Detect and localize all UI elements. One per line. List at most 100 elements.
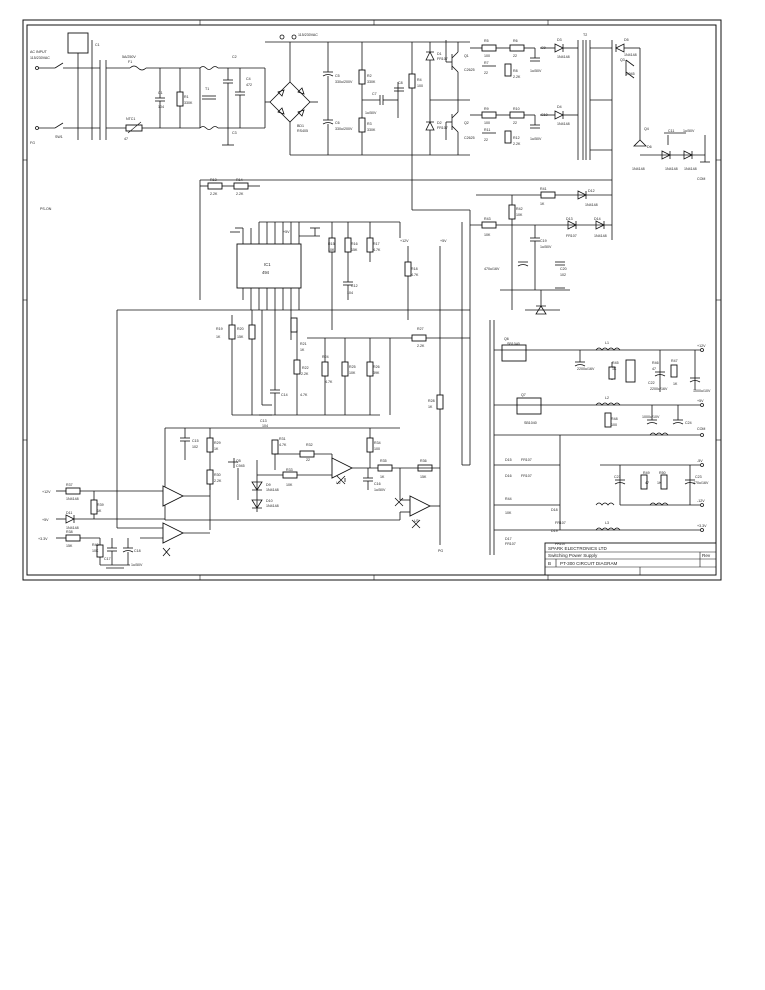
r11-ref: R11 bbox=[484, 128, 490, 132]
r47-value: 1K bbox=[673, 382, 678, 386]
r23-value: 4.7K bbox=[300, 393, 308, 397]
c22-value: 2200u/16V bbox=[650, 387, 668, 391]
title-block: SPARK ELECTRONICS LTD Switching Power Su… bbox=[544, 542, 717, 576]
d9-value: 1N4148 bbox=[266, 488, 279, 492]
d15-ref: D15 bbox=[505, 458, 512, 462]
r39-ref: R39 bbox=[97, 503, 104, 507]
r36-value: 15K bbox=[420, 475, 427, 479]
l2-ref: L2 bbox=[605, 396, 609, 400]
c22-ref: C22 bbox=[648, 381, 655, 385]
d10-value: 1N4148 bbox=[266, 504, 279, 508]
r19-ref: R19 bbox=[216, 327, 223, 331]
protection-circuit: C15 102 R29 1K R30 2.2K Q5 C945 D9 1N414… bbox=[164, 427, 440, 530]
r38-value: 15K bbox=[66, 544, 73, 548]
r13-value: 2.2K bbox=[210, 192, 218, 196]
d19-ref: D19 bbox=[551, 529, 558, 533]
ntc-value: 47 bbox=[124, 137, 128, 141]
c15-ref: C15 bbox=[192, 439, 199, 443]
c24-value: 1000u/10V bbox=[642, 415, 660, 419]
r25-ref: R25 bbox=[349, 365, 356, 369]
d17-ref: D17 bbox=[505, 537, 512, 541]
r2-ref: R2 bbox=[367, 74, 372, 78]
t2-ref: T2 bbox=[583, 33, 587, 37]
r15-value: 10K bbox=[328, 248, 335, 252]
d3-value: 1N4148 bbox=[557, 55, 570, 59]
d11-ref: D11 bbox=[66, 511, 72, 515]
r5-value: 100 bbox=[484, 54, 490, 58]
r37-ref: R37 bbox=[66, 483, 73, 487]
c23-value: 1000u/10V bbox=[693, 389, 711, 393]
c15-value: 102 bbox=[192, 445, 198, 449]
c23-cap: 470u/16V bbox=[693, 481, 709, 485]
r2-value: 330K bbox=[367, 80, 376, 84]
ac-voltage-label: 115/230VAC bbox=[30, 56, 50, 60]
r43-value: 10K bbox=[484, 233, 491, 237]
d17-value: FR107 bbox=[505, 542, 516, 546]
r28-value: 1K bbox=[428, 405, 433, 409]
r27-value: 2.2K bbox=[417, 344, 425, 348]
c16-ref: C16 bbox=[374, 482, 381, 486]
r48-ref: R48 bbox=[611, 417, 618, 421]
out-3v3-label: +3.3V bbox=[697, 524, 707, 528]
d5-ref: D5 bbox=[624, 38, 629, 42]
r32-value: 22 bbox=[306, 458, 310, 462]
r16-value: 15K bbox=[351, 248, 358, 252]
r3-ref: R3 bbox=[367, 122, 372, 126]
r39-value: 1K bbox=[97, 509, 102, 513]
c7-ref: C7 bbox=[372, 92, 377, 96]
dc-bus: 115/230VAC C5 330u/200V C6 330u/200V R2 … bbox=[265, 33, 423, 210]
ic1-bottom-network: R19 1K R20 15K C13 104 C14 R21 1K R22 2.… bbox=[116, 309, 470, 553]
r27-ref: R27 bbox=[417, 327, 424, 331]
c19-ref: C19 bbox=[540, 239, 547, 243]
r18-ref: R18 bbox=[411, 267, 418, 271]
bridge-value: RS405 bbox=[297, 129, 308, 133]
sense-12v-label: +12V bbox=[42, 490, 51, 494]
d4-value: 1N4148 bbox=[557, 122, 570, 126]
r4-value: 100 bbox=[417, 84, 423, 88]
r48-value: 100 bbox=[611, 423, 617, 427]
r14-ref: R14 bbox=[236, 178, 243, 182]
inner-frame bbox=[26, 24, 717, 576]
d10-ref: D10 bbox=[266, 499, 273, 503]
d12-ref: D12 bbox=[588, 189, 595, 193]
ic1-pwm-controller: IC1 494 +5V R15 10K R16 15K bbox=[230, 221, 470, 400]
q2-value: C2625 bbox=[464, 136, 475, 140]
q2-ref: Q2 bbox=[464, 121, 469, 125]
r25-value: 10K bbox=[349, 371, 356, 375]
d16-ref: D16 bbox=[505, 474, 512, 478]
d14-ref: D14 bbox=[594, 217, 601, 221]
title-name: Switching Power Supply bbox=[548, 553, 598, 558]
q5-value: C945 bbox=[236, 464, 245, 468]
c17-ref: C17 bbox=[104, 557, 111, 561]
r1-value: 330K bbox=[184, 101, 193, 105]
r33-value: 10K bbox=[286, 483, 293, 487]
c14-ref: C14 bbox=[281, 393, 288, 397]
d4-ref: D4 bbox=[557, 105, 562, 109]
c11-ref: C11 bbox=[668, 129, 674, 133]
c20-value: 470u/16V bbox=[484, 267, 500, 271]
ac-input-label: AC INPUT bbox=[30, 50, 48, 54]
r34-ref: R34 bbox=[374, 441, 381, 445]
c8-ref: C8 bbox=[398, 81, 403, 85]
t1-label: T1 bbox=[205, 87, 209, 91]
d7-value: 1N4148 bbox=[665, 167, 678, 171]
d15-value: FR107 bbox=[521, 458, 532, 462]
d18-ref: D18 bbox=[551, 508, 558, 512]
r8-ref: R8 bbox=[513, 69, 518, 73]
q7-value: SB1040 bbox=[524, 421, 537, 425]
r6-value: 22 bbox=[513, 54, 517, 58]
fuse-label: F1 bbox=[128, 60, 132, 64]
l3-ref: L3 bbox=[605, 521, 609, 525]
q1-ref: Q1 bbox=[464, 54, 469, 58]
d16-value: FR107 bbox=[521, 474, 532, 478]
pg-label: PG bbox=[438, 549, 443, 553]
outer-frame bbox=[22, 19, 722, 581]
r43-ref: R43 bbox=[484, 217, 491, 221]
title-drawing: PT-300 CIRCUIT DIAGRAM bbox=[560, 561, 618, 566]
r10-ref: R10 bbox=[513, 107, 520, 111]
r50-value: 1K bbox=[657, 481, 662, 485]
r44-ref: R44 bbox=[505, 497, 512, 501]
r26-value: 39K bbox=[373, 371, 380, 375]
d12-value: 1N4148 bbox=[585, 203, 598, 207]
title-rev: Rev bbox=[702, 553, 711, 558]
